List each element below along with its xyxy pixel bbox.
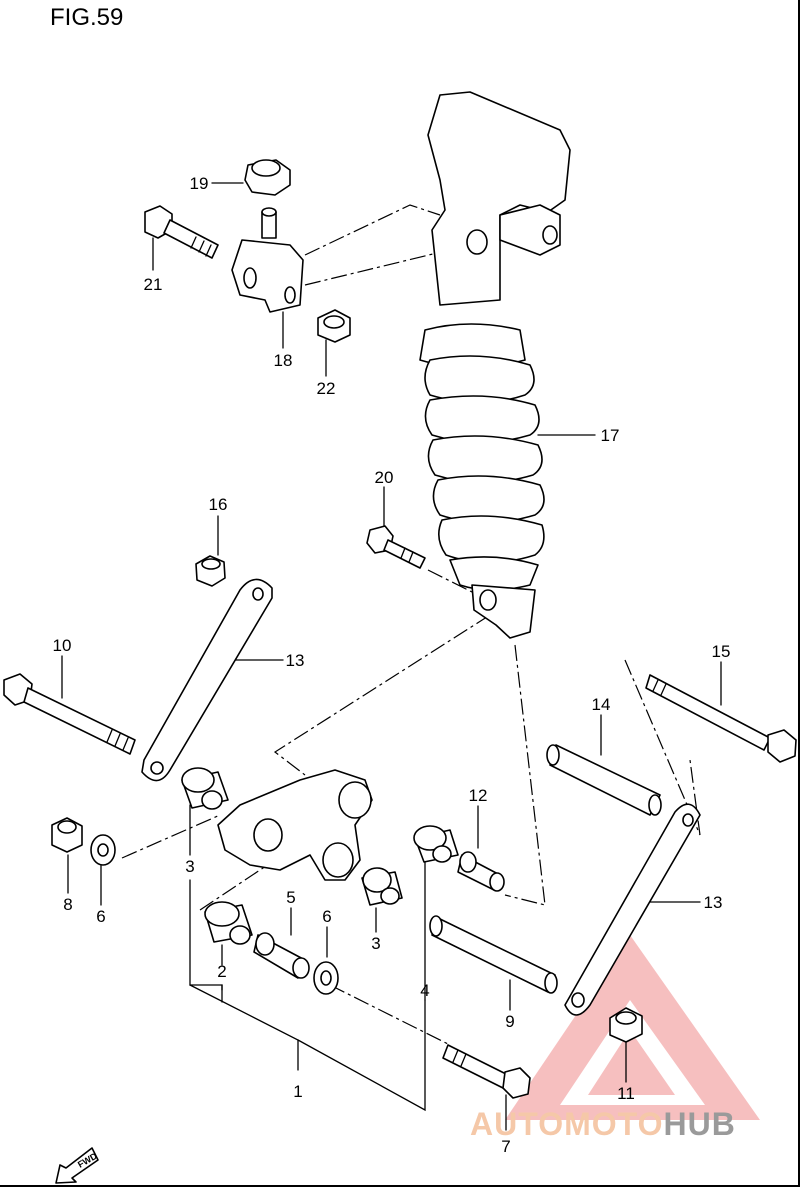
callout-7: 7	[501, 1137, 510, 1156]
cushion-lever	[217, 769, 373, 881]
callout-1: 1	[293, 1082, 302, 1101]
fwd-arrow-icon: FWD	[55, 1147, 99, 1184]
callout-6a: 6	[96, 907, 105, 926]
part-13-rod-right	[564, 803, 701, 1016]
assembly-lines	[121, 204, 701, 1046]
part-11-nut	[609, 1007, 643, 1043]
part-18-bracket	[231, 207, 304, 313]
callout-11: 11	[617, 1084, 635, 1103]
watermark-text-hub: HUB	[663, 1106, 736, 1142]
leader-lines	[61, 182, 722, 1131]
part-5-collar	[253, 932, 310, 979]
callout-9: 9	[505, 1012, 514, 1031]
part-14-pipe	[546, 744, 662, 816]
watermark-text: AUTOMOTOHUB	[470, 1106, 736, 1143]
callout-10: 10	[53, 636, 72, 655]
watermark-text-main: AUTOMOTO	[470, 1106, 664, 1142]
part-19-cap-nut	[244, 159, 291, 196]
part-13-rod-left	[141, 578, 273, 782]
callout-22: 22	[317, 379, 336, 398]
callout-3a: 3	[185, 857, 194, 876]
part-7-bolt	[442, 1044, 531, 1099]
figure-title: FIG.59	[50, 4, 124, 31]
frame-border-right	[798, 0, 800, 1187]
part-21-bolt	[144, 205, 219, 259]
part-22-nut	[317, 309, 351, 343]
part-3-bushing-right	[361, 867, 403, 906]
callout-15: 15	[712, 642, 731, 661]
callout-20: 20	[375, 468, 394, 487]
callout-13a: 13	[286, 651, 305, 670]
callout-numbers: 19 21 18 22 17 20 16 13 10 15 14 12 13 3…	[53, 174, 731, 1156]
callout-6b: 6	[322, 907, 331, 926]
callout-17: 17	[601, 426, 620, 445]
part-15-bolt	[645, 674, 797, 763]
callout-18: 18	[274, 351, 293, 370]
frame-border-bottom	[0, 1185, 800, 1187]
callout-14: 14	[592, 695, 611, 714]
part-2-bushing	[204, 901, 253, 945]
callout-19: 19	[190, 174, 209, 193]
callout-4: 4	[420, 981, 429, 1000]
callout-16: 16	[209, 495, 228, 514]
callout-12: 12	[469, 786, 488, 805]
callout-5: 5	[286, 888, 295, 907]
callout-8: 8	[63, 895, 72, 914]
callout-3b: 3	[371, 934, 380, 953]
callout-13b: 13	[704, 893, 723, 912]
part-4-bushing	[413, 825, 459, 863]
part-6-washer-right	[313, 961, 339, 995]
part-16-nut	[195, 555, 226, 587]
part-17-shock-absorber	[419, 91, 571, 639]
part-9-pipe	[429, 915, 558, 994]
callout-2: 2	[217, 962, 226, 981]
part-20-bolt	[366, 525, 426, 569]
part-8-nut	[51, 817, 83, 853]
part-3-bushing-left	[181, 767, 229, 810]
part-10-bolt	[3, 673, 136, 755]
callout-21: 21	[144, 275, 163, 294]
part-12-collar	[457, 851, 505, 892]
part-6-washer-left	[90, 834, 116, 866]
